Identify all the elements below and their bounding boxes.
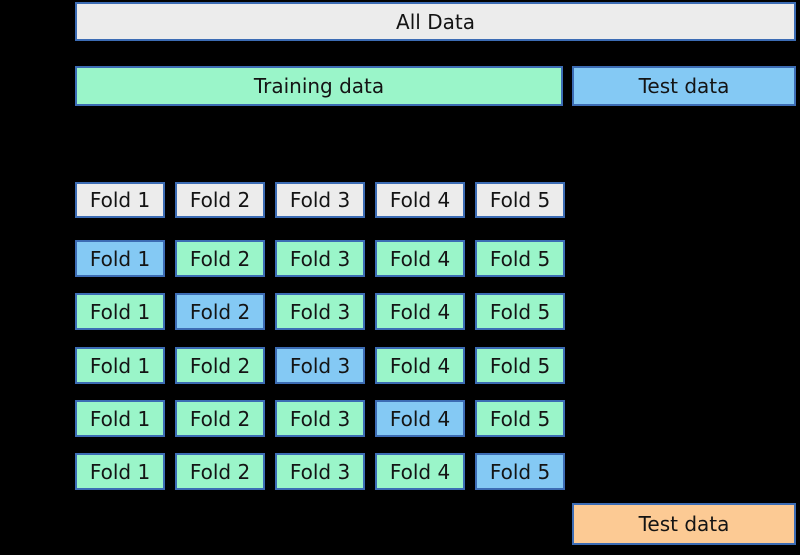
final-test-data-bar: Test data: [572, 503, 796, 545]
fold-cell: Fold 3: [275, 400, 365, 437]
fold-cell: Fold 1: [75, 293, 165, 330]
cv-split-row-3: Fold 1 Fold 2 Fold 3 Fold 4 Fold 5: [75, 347, 565, 384]
fold-cell: Fold 2: [175, 240, 265, 277]
cv-split-row-2: Fold 1 Fold 2 Fold 3 Fold 4 Fold 5: [75, 293, 565, 330]
training-data-bar: Training data: [75, 66, 563, 106]
fold-cell: Fold 4: [375, 347, 465, 384]
fold-cell: Fold 1: [75, 400, 165, 437]
fold-cell: Fold 5: [475, 400, 565, 437]
fold-cell: Fold 1: [75, 240, 165, 277]
fold-cell: Fold 5: [475, 453, 565, 490]
fold-header-cell: Fold 1: [75, 182, 165, 218]
fold-cell: Fold 5: [475, 347, 565, 384]
fold-header-row: Fold 1 Fold 2 Fold 3 Fold 4 Fold 5: [75, 182, 565, 218]
cv-split-row-1: Fold 1 Fold 2 Fold 3 Fold 4 Fold 5: [75, 240, 565, 277]
fold-cell: Fold 1: [75, 453, 165, 490]
fold-cell: Fold 4: [375, 453, 465, 490]
fold-cell: Fold 5: [475, 240, 565, 277]
fold-header-cell: Fold 2: [175, 182, 265, 218]
fold-header-cell: Fold 5: [475, 182, 565, 218]
fold-cell: Fold 2: [175, 453, 265, 490]
fold-cell: Fold 5: [475, 293, 565, 330]
fold-cell: Fold 2: [175, 347, 265, 384]
fold-cell: Fold 3: [275, 240, 365, 277]
fold-cell: Fold 2: [175, 400, 265, 437]
cv-split-row-4: Fold 1 Fold 2 Fold 3 Fold 4 Fold 5: [75, 400, 565, 437]
fold-cell: Fold 4: [375, 400, 465, 437]
fold-cell: Fold 4: [375, 293, 465, 330]
fold-header-cell: Fold 3: [275, 182, 365, 218]
fold-cell: Fold 3: [275, 293, 365, 330]
fold-cell: Fold 4: [375, 240, 465, 277]
fold-header-cell: Fold 4: [375, 182, 465, 218]
all-data-bar: All Data: [75, 2, 796, 41]
test-data-bar: Test data: [572, 66, 796, 106]
cv-split-row-5: Fold 1 Fold 2 Fold 3 Fold 4 Fold 5: [75, 453, 565, 490]
fold-cell: Fold 3: [275, 347, 365, 384]
fold-cell: Fold 1: [75, 347, 165, 384]
fold-cell: Fold 2: [175, 293, 265, 330]
fold-cell: Fold 3: [275, 453, 365, 490]
